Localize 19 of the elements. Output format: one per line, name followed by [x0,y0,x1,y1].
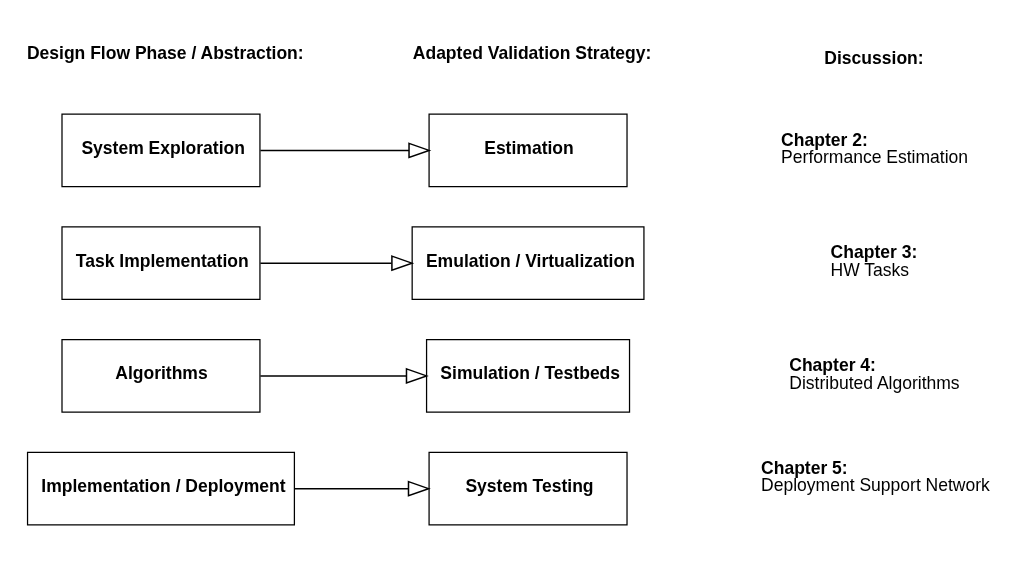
label: Chapter 4: [789,355,876,376]
arrow [259,255,415,272]
node-box: Algorithms [61,338,261,413]
node-box: Task Implementation [61,226,261,301]
node-box: System Exploration [61,113,261,188]
node-box: Simulation / Testbeds [425,338,631,413]
label: Discussion: [824,47,924,68]
arrow [294,480,431,497]
label: Chapter 3: [830,242,918,263]
node-box: Implementation / Deployment [26,451,296,526]
arrow [259,367,429,384]
node-box: Estimation [428,113,628,188]
label: Design Flow Phase / Abstraction: [26,42,304,63]
arrow [259,142,432,159]
label: Chapter 5: [761,457,848,478]
node-box: System Testing [428,451,628,526]
node-box: Emulation / Virtualization [411,226,645,301]
label: Adapted Validation Strategy: [412,42,652,63]
label: Chapter 2: [781,129,868,150]
